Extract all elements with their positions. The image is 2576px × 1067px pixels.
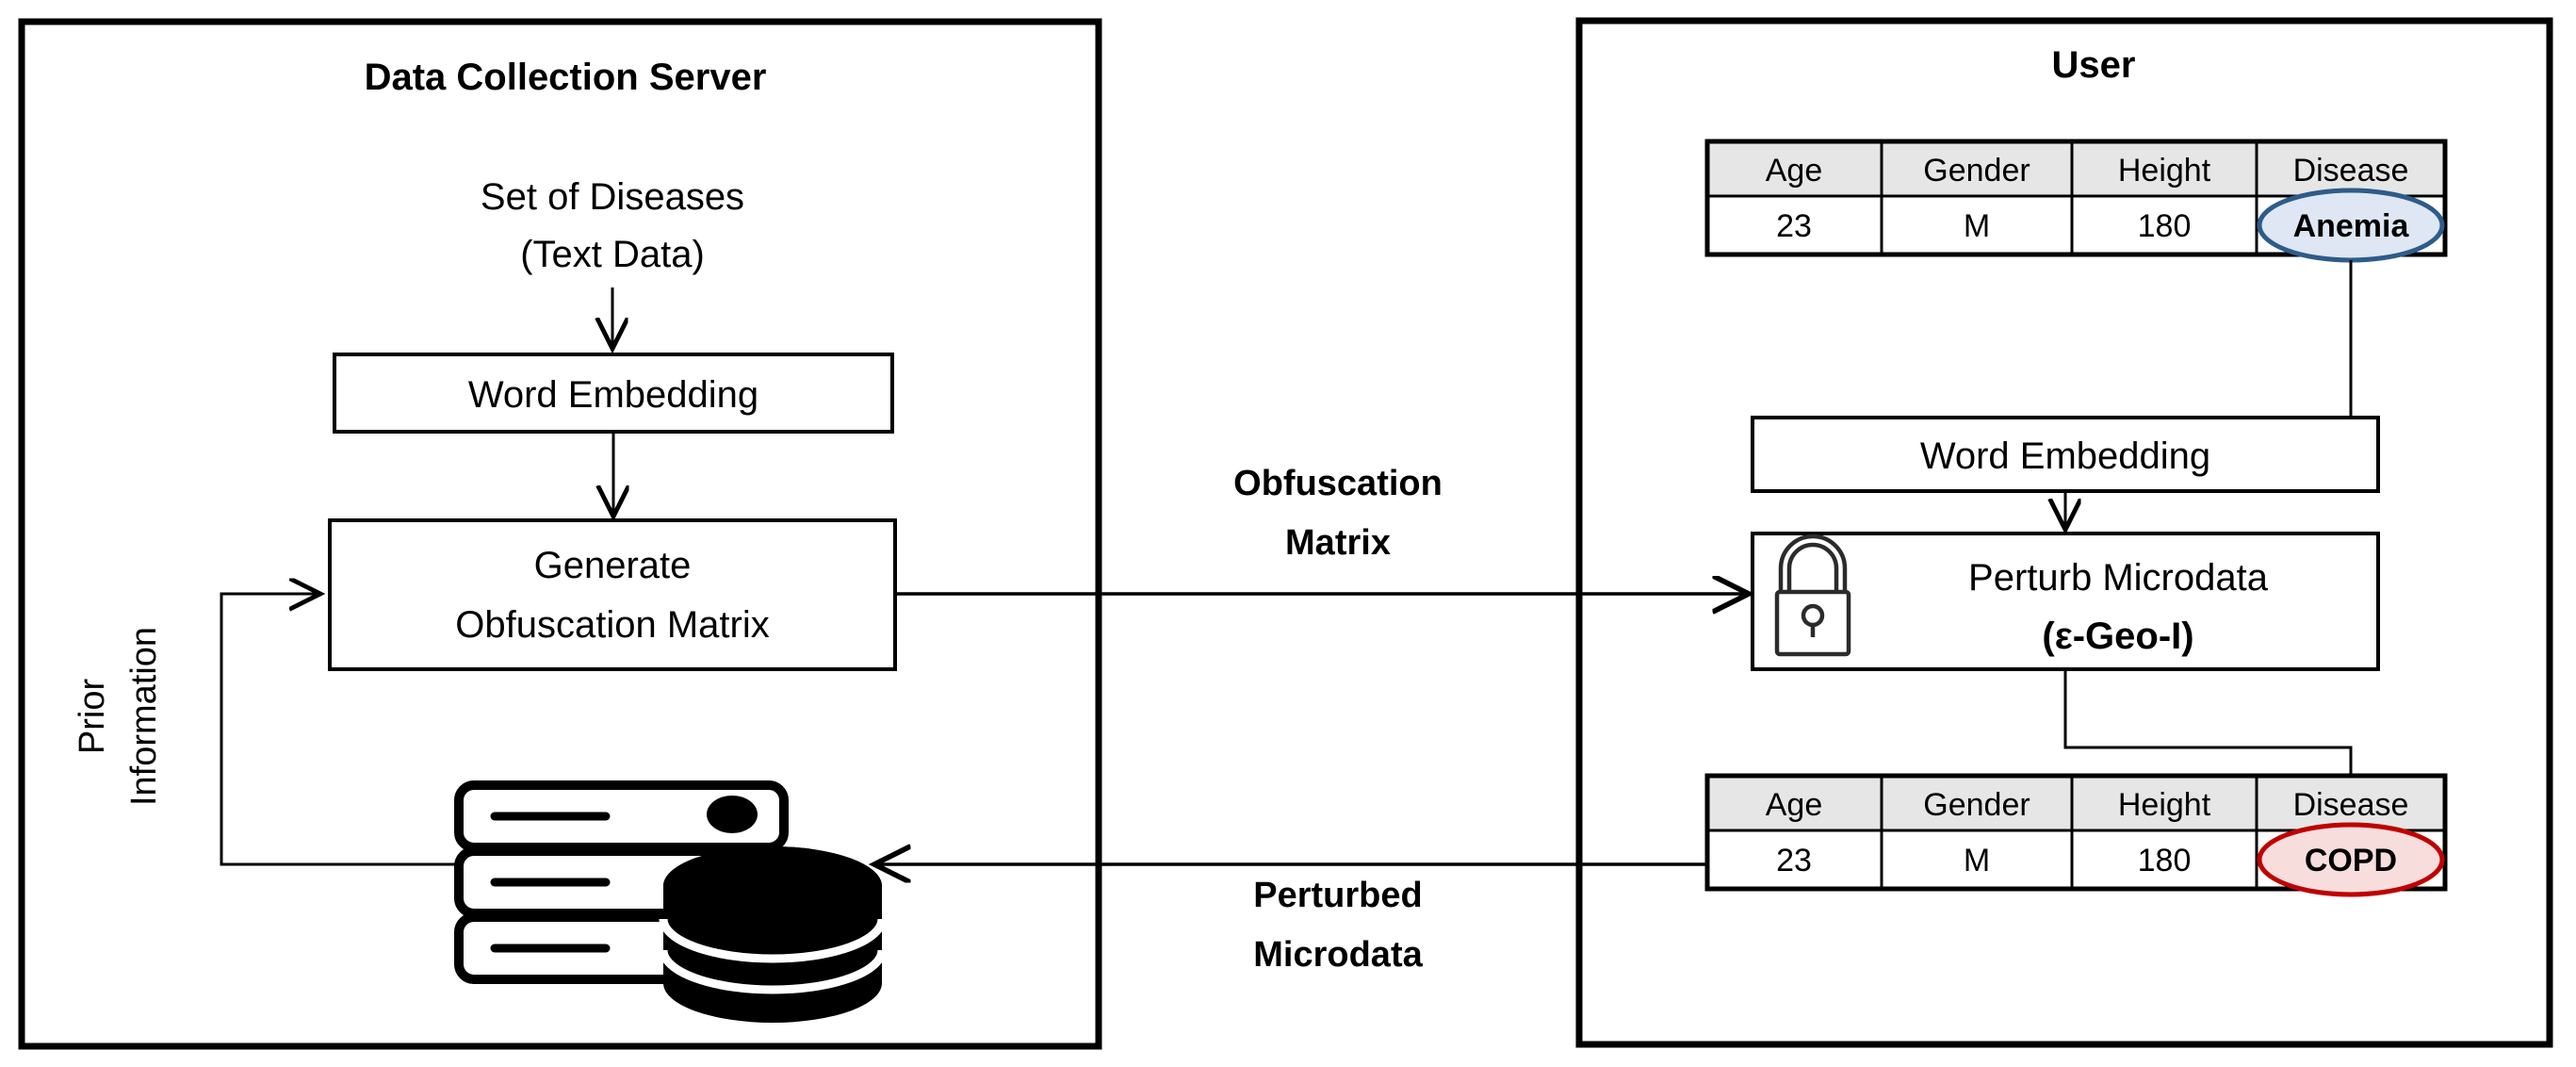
table-body-cell	[2070, 829, 2258, 891]
generate-box-label-line2: Obfuscation Matrix	[455, 604, 769, 646]
original-value-age: 23	[1776, 208, 1812, 244]
original-microdata-table: Age Gender Height Disease 23 M 180 Anemi…	[1704, 139, 2448, 263]
original-header-age: Age	[1766, 153, 1823, 189]
perturbed-value-gender: M	[1964, 843, 1990, 878]
prior-information-label-line2: Information	[124, 627, 164, 806]
perturbed-header-gender: Gender	[1923, 787, 2030, 823]
left-word-embedding-label: Word Embedding	[468, 374, 758, 416]
table-outline	[1704, 139, 2448, 257]
table-header-cell	[1880, 140, 2074, 198]
obfuscation-matrix-label-line2: Matrix	[1285, 523, 1391, 563]
geo-indistinguishability-label: (ε-Geo-I)	[2042, 616, 2193, 657]
perturbed-microdata-label-line2: Microdata	[1253, 935, 1423, 975]
original-value-gender: M	[1964, 208, 1990, 244]
set-of-diseases-label-line2: (Text Data)	[520, 234, 705, 275]
prior-information-label-line1: Prior	[73, 679, 112, 755]
original-value-disease: Anemia	[2293, 208, 2410, 244]
original-header-gender: Gender	[1923, 153, 2030, 189]
perturbed-value-disease: COPD	[2305, 843, 2397, 878]
generate-obfuscation-matrix-box	[328, 518, 897, 671]
table-body-cell	[2070, 194, 2258, 256]
perturb-microdata-label: Perturb Microdata	[1968, 557, 2269, 599]
perturbed-microdata-label-line1: Perturbed	[1253, 876, 1422, 915]
table-outline	[1704, 773, 2448, 892]
obfuscation-matrix-label-line1: Obfuscation	[1233, 464, 1443, 503]
perturbed-header-age: Age	[1766, 787, 1823, 823]
prior-information-label-group: Prior Information	[73, 627, 164, 806]
original-header-height: Height	[2118, 153, 2211, 189]
table-body-cell	[1880, 194, 2074, 256]
table-header-cell	[1705, 140, 1883, 198]
perturbed-value-height: 180	[2138, 843, 2192, 878]
original-value-height: 180	[2138, 208, 2192, 244]
perturbed-header-height: Height	[2118, 787, 2211, 823]
right-panel-title: User	[2052, 44, 2136, 86]
left-panel-title: Data Collection Server	[365, 57, 767, 98]
original-header-disease: Disease	[2293, 153, 2409, 189]
generate-box-label-line1: Generate	[534, 545, 692, 586]
padlock-icon	[1774, 534, 1851, 657]
right-word-embedding-label: Word Embedding	[1920, 435, 2210, 477]
server-database-icon	[454, 780, 887, 1023]
prior-information-feedback-path	[220, 594, 612, 866]
copd-highlight-ellipse	[2257, 822, 2445, 897]
perturbed-microdata-table: Age Gender Height Disease 23 M 180 COPD	[1704, 773, 2448, 897]
set-of-diseases-label-line1: Set of Diseases	[481, 176, 744, 218]
perturbed-value-age: 23	[1776, 843, 1812, 878]
perturbed-header-disease: Disease	[2293, 787, 2409, 823]
perturb-microdata-box	[1751, 532, 2380, 671]
table-header-cell	[2255, 774, 2447, 832]
